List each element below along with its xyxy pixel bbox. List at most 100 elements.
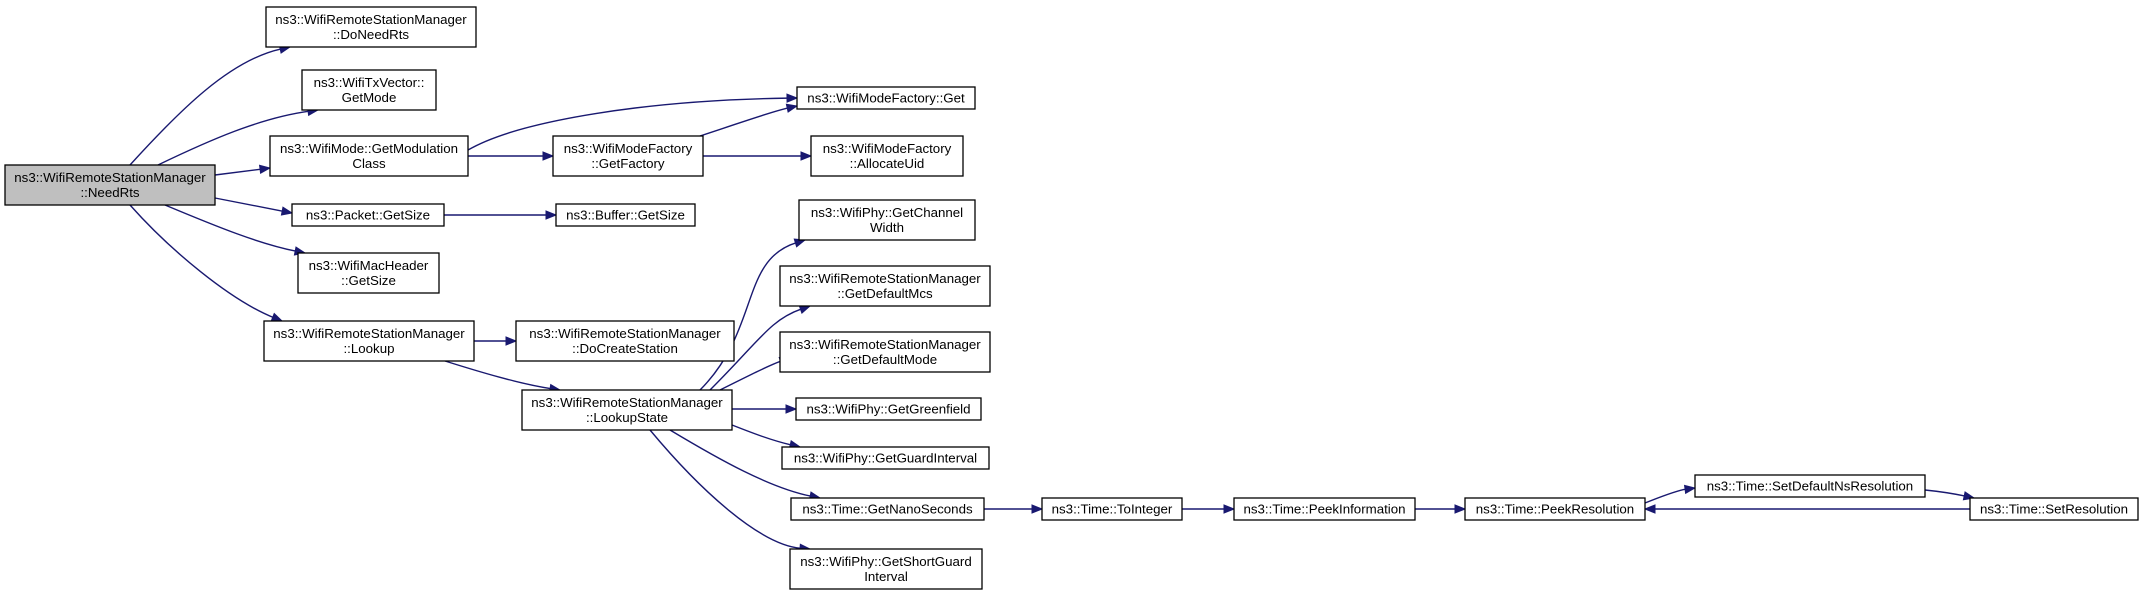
node-macgetsize[interactable]: ns3::WifiMacHeader::GetSize xyxy=(297,252,440,294)
node-lookup[interactable]: ns3::WifiRemoteStationManager::Lookup xyxy=(263,320,475,362)
node-getmode[interactable]: ns3::WifiTxVector::GetMode xyxy=(301,69,437,111)
edge-line xyxy=(444,360,552,390)
node-label: ::DoCreateStation xyxy=(572,341,678,356)
call-edge-getmodclass-to-factget xyxy=(467,93,799,151)
node-label: ns3::Packet::GetSize xyxy=(306,208,430,223)
edge-line xyxy=(719,360,782,391)
node-box xyxy=(779,265,991,307)
node-box xyxy=(301,69,437,111)
call-edge-needrts-to-doneedrts xyxy=(129,44,292,166)
node-box xyxy=(1969,497,2139,521)
node-getfactory[interactable]: ns3::WifiModeFactory::GetFactory xyxy=(552,135,704,177)
node-box xyxy=(1041,497,1183,521)
node-label: ::GetSize xyxy=(341,273,396,288)
node-label: ns3::WifiMacHeader xyxy=(309,258,429,273)
edge-line xyxy=(669,429,812,497)
node-peekres[interactable]: ns3::Time::PeekResolution xyxy=(1464,497,1646,521)
arrowhead xyxy=(785,103,799,113)
node-nanosec[interactable]: ns3::Time::GetNanoSeconds xyxy=(790,497,985,521)
node-defmcs[interactable]: ns3::WifiRemoteStationManager::GetDefaul… xyxy=(779,265,991,307)
call-edge-tointeger-to-peekinfo xyxy=(1182,504,1236,514)
node-label: ns3::WifiRemoteStationManager xyxy=(14,170,206,185)
node-label: Interval xyxy=(864,569,908,584)
arrowhead xyxy=(280,206,294,216)
node-label: ::GetDefaultMcs xyxy=(837,286,933,301)
node-label: ns3::Time::PeekInformation xyxy=(1243,502,1405,517)
node-box xyxy=(297,252,440,294)
edge-line xyxy=(129,48,282,166)
node-label: ::LookupState xyxy=(586,410,668,425)
node-label: ns3::WifiModeFactory::Get xyxy=(807,91,965,106)
node-box xyxy=(555,203,696,227)
node-needrts[interactable]: ns3::WifiRemoteStationManager::NeedRts xyxy=(4,164,216,206)
call-edge-lookupstate-to-greenfield xyxy=(732,404,798,414)
call-edge-lookupstate-to-guardint xyxy=(731,424,802,450)
arrowhead xyxy=(505,336,518,346)
call-edge-needrts-to-pktgetsize xyxy=(214,197,294,216)
node-label: ns3::WifiPhy::GetShortGuard xyxy=(800,554,971,569)
node-label: ns3::WifiRemoteStationManager xyxy=(531,395,723,410)
node-label: ns3::WifiPhy::GetGreenfield xyxy=(806,402,970,417)
call-edge-setres-to-peekres xyxy=(1643,504,1970,514)
node-box xyxy=(796,86,976,110)
edge-line xyxy=(214,168,262,176)
node-label: ::DoNeedRts xyxy=(333,27,409,42)
node-label: GetMode xyxy=(342,90,397,105)
node-guardint[interactable]: ns3::WifiPhy::GetGuardInterval xyxy=(781,446,990,470)
node-label: ns3::WifiPhy::GetGuardInterval xyxy=(794,451,977,466)
arrowhead xyxy=(270,312,284,322)
node-label: ns3::WifiRemoteStationManager xyxy=(273,326,465,341)
node-lookupstate[interactable]: ns3::WifiRemoteStationManager::LookupSta… xyxy=(521,389,733,431)
call-edge-getfactory-to-allocuid xyxy=(703,151,813,161)
edge-line xyxy=(649,429,802,549)
function-nodes: ns3::WifiRemoteStationManager::NeedRtsns… xyxy=(4,6,2139,590)
node-factget[interactable]: ns3::WifiModeFactory::Get xyxy=(796,86,976,110)
edge-line xyxy=(699,241,797,391)
node-doneedrts[interactable]: ns3::WifiRemoteStationManager::DoNeedRts xyxy=(265,6,477,48)
node-box xyxy=(521,389,733,431)
node-box xyxy=(810,135,964,177)
call-edge-nanosec-to-tointeger xyxy=(984,504,1044,514)
edge-line xyxy=(164,204,297,252)
node-label: ::AllocateUid xyxy=(850,156,925,171)
node-box xyxy=(789,548,983,590)
edge-line xyxy=(1644,488,1687,504)
node-box xyxy=(779,331,991,373)
node-box xyxy=(1464,497,1646,521)
edge-line xyxy=(214,197,284,212)
node-label: ns3::Time::SetResolution xyxy=(1980,502,2128,517)
node-peekinfo[interactable]: ns3::Time::PeekInformation xyxy=(1233,497,1416,521)
node-label: ns3::WifiRemoteStationManager xyxy=(789,271,981,286)
node-label: ::NeedRts xyxy=(80,185,139,200)
edge-line xyxy=(157,110,310,166)
node-greenfield[interactable]: ns3::WifiPhy::GetGreenfield xyxy=(795,397,982,421)
arrowhead xyxy=(258,164,272,175)
node-box xyxy=(795,397,982,421)
node-box xyxy=(1694,474,1926,498)
node-docreate[interactable]: ns3::WifiRemoteStationManager::DoCreateS… xyxy=(515,320,735,362)
node-label: ::GetDefaultMode xyxy=(833,352,937,367)
call-edge-peekinfo-to-peekres xyxy=(1415,504,1467,514)
node-label: ns3::WifiModeFactory xyxy=(823,141,952,156)
node-setdefns[interactable]: ns3::Time::SetDefaultNsResolution xyxy=(1694,474,1926,498)
node-pktgetsize[interactable]: ns3::Packet::GetSize xyxy=(291,203,445,227)
node-allocuid[interactable]: ns3::WifiModeFactory::AllocateUid xyxy=(810,135,964,177)
arrowhead xyxy=(786,93,799,103)
edge-line xyxy=(699,107,789,137)
node-label: ::Lookup xyxy=(343,341,394,356)
node-label: ns3::WifiRemoteStationManager xyxy=(529,326,721,341)
node-setres[interactable]: ns3::Time::SetResolution xyxy=(1969,497,2139,521)
edge-line xyxy=(129,204,274,319)
node-box xyxy=(798,199,976,241)
node-label: ns3::WifiTxVector:: xyxy=(314,75,425,90)
node-defmode[interactable]: ns3::WifiRemoteStationManager::GetDefaul… xyxy=(779,331,991,373)
node-bufgetsize[interactable]: ns3::Buffer::GetSize xyxy=(555,203,696,227)
arrowhead xyxy=(1223,504,1236,514)
node-tointeger[interactable]: ns3::Time::ToInteger xyxy=(1041,497,1183,521)
node-label: Class xyxy=(352,156,386,171)
edge-line xyxy=(1924,489,1966,497)
node-box xyxy=(1233,497,1416,521)
